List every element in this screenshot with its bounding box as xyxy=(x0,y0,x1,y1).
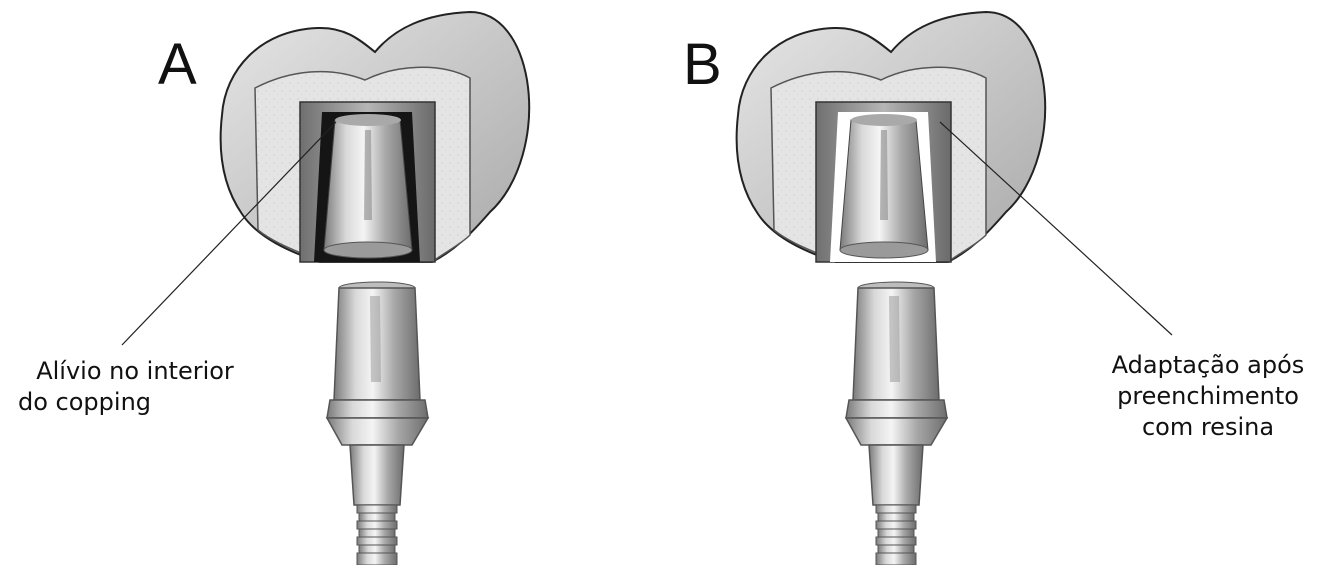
caption-b: Adaptação após preenchimento com resina xyxy=(1098,350,1318,443)
caption-b-line-1: Adaptação após xyxy=(1098,350,1318,381)
caption-b-line-3: com resina xyxy=(1098,412,1318,443)
panel-b-illustration xyxy=(737,12,1172,565)
caption-b-line-2: preenchimento xyxy=(1098,381,1318,412)
abutment xyxy=(327,282,428,565)
caption-a: Alívio no interior do copping xyxy=(10,356,260,418)
panel-label-b: B xyxy=(683,36,722,94)
caption-a-line-2: do copping xyxy=(10,387,260,418)
panel-label-a: A xyxy=(158,36,197,94)
abutment xyxy=(846,282,947,565)
caption-a-line-1: Alívio no interior xyxy=(10,356,260,387)
